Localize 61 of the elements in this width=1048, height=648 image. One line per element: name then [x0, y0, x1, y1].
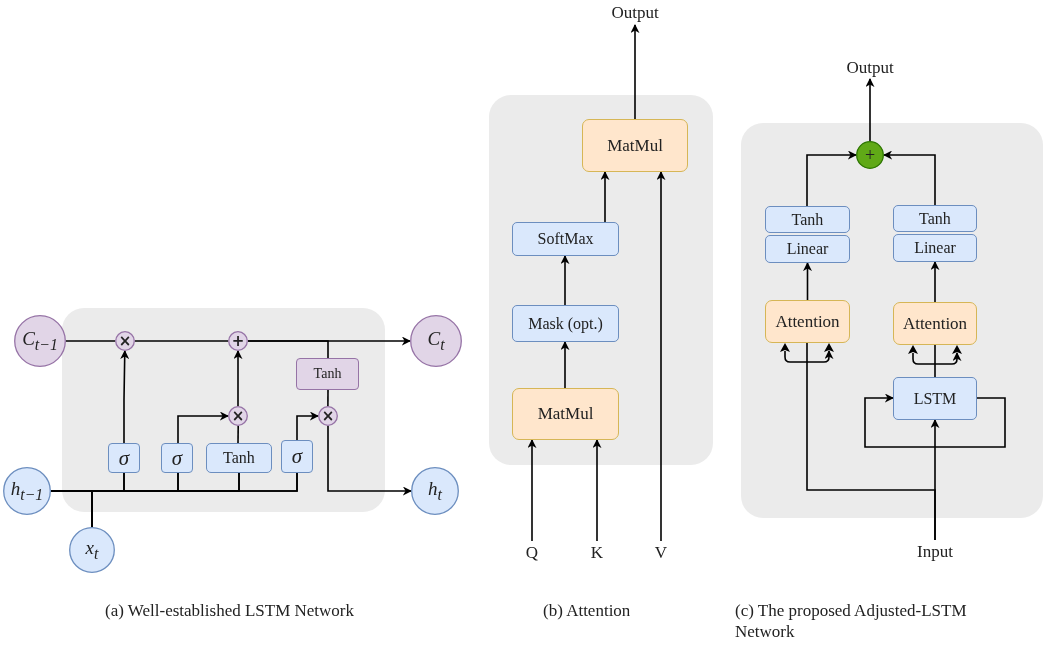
arrow — [630, 24, 640, 120]
arrow — [527, 439, 537, 542]
caption: (c) The proposed Adjusted-LSTM Network — [735, 600, 968, 642]
arrow — [120, 350, 130, 444]
caption: (b) Attention — [543, 600, 632, 621]
state-circle: h$_{t}$ — [411, 467, 459, 515]
caption: (a) Well-established LSTM Network — [105, 600, 355, 621]
gate-box: σ — [161, 443, 193, 473]
layer-box: Tanh — [765, 206, 850, 233]
gate-box: σ — [281, 440, 313, 473]
arrow — [865, 78, 875, 142]
state-circle: x$_{t}$ — [69, 527, 115, 573]
layer-box: Tanh — [206, 443, 272, 473]
io-label: V — [650, 541, 672, 565]
state-circle: h$_{t−1}$ — [3, 467, 51, 515]
connector-line — [327, 389, 329, 407]
layer-box: LSTM — [893, 377, 977, 420]
state-circle: C$_{t}$ — [410, 315, 462, 367]
arrow — [560, 341, 570, 389]
connector-line — [65, 340, 116, 342]
arrow — [177, 411, 229, 444]
arrow — [296, 411, 319, 441]
io-label: Output — [842, 57, 898, 79]
arrow — [560, 255, 570, 306]
arrow — [233, 350, 243, 407]
panel-background — [741, 123, 1043, 518]
layer-box: MatMul — [512, 388, 619, 440]
arrow — [327, 425, 412, 496]
operator-circle: × — [228, 406, 248, 426]
layer-box: Mask (opt.) — [512, 305, 619, 342]
layer-box: Linear — [893, 234, 977, 262]
layer-box: Tanh — [893, 205, 977, 232]
layer-box: Attention — [765, 300, 850, 343]
layer-box: MatMul — [582, 119, 688, 172]
layer-box: SoftMax — [512, 222, 619, 256]
arrow — [806, 150, 857, 207]
io-label: Input — [910, 540, 960, 564]
layer-box: Linear — [765, 235, 850, 263]
io-label: K — [586, 541, 608, 565]
connector-line — [134, 340, 229, 342]
layer-box: Tanh — [296, 358, 359, 390]
arrow — [864, 393, 1006, 448]
operator-circle: × — [318, 406, 338, 426]
operator-circle: + — [228, 331, 248, 351]
arrow — [883, 150, 936, 206]
gate-box: σ — [108, 443, 140, 473]
panel-background — [489, 95, 713, 465]
connector-line — [247, 340, 329, 359]
sum-circle: + — [856, 141, 884, 169]
io-label: Q — [521, 541, 543, 565]
io-label: Output — [603, 1, 667, 25]
arrow — [656, 171, 666, 542]
operator-circle: × — [115, 331, 135, 351]
panel-background — [62, 308, 385, 512]
arrow — [930, 261, 940, 303]
state-circle: C$_{t−1}$ — [14, 315, 66, 367]
connector-line — [237, 425, 239, 444]
layer-box: Attention — [893, 302, 977, 345]
arrow — [600, 171, 610, 223]
arrow — [592, 439, 602, 542]
arrow — [803, 262, 812, 301]
